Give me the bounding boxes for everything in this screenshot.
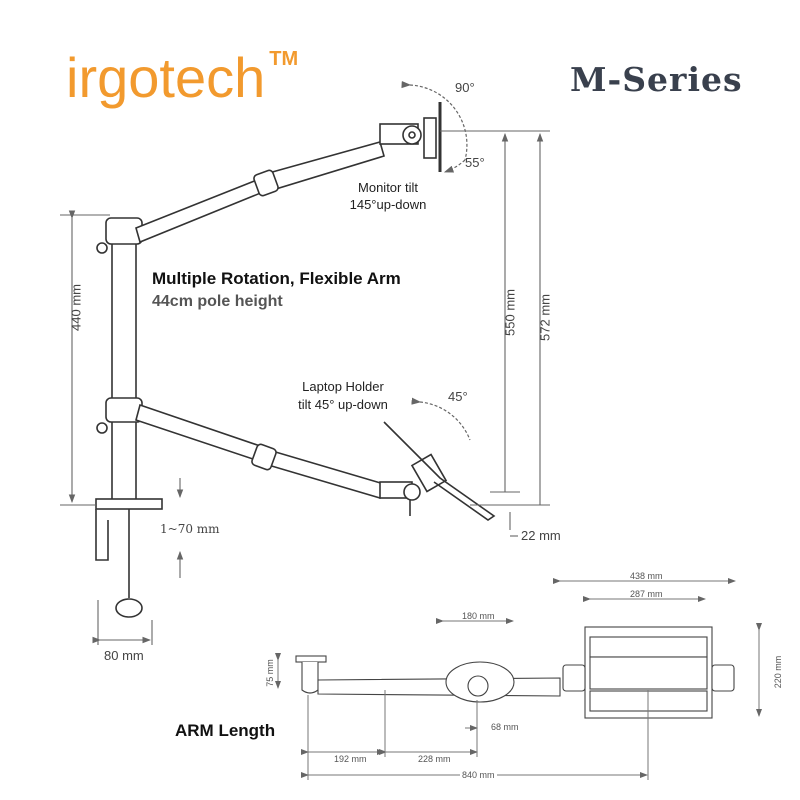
headline-title: Multiple Rotation, Flexible Arm: [152, 269, 401, 288]
angle-90: 90°: [455, 80, 475, 95]
lower-arm: [135, 403, 267, 464]
dim-holder-depth: 220 mm: [773, 655, 783, 689]
clamp-plate: [95, 498, 163, 510]
monitor-tilt-label-1: Monitor tilt: [358, 180, 418, 195]
dim-base: 80 mm: [104, 648, 144, 663]
monitor-tilt-label-2: 145°up-down: [349, 197, 427, 212]
laptop-holder-label-1: Laptop Holder: [302, 379, 384, 394]
brand-lockup: irgotech TM: [66, 46, 298, 110]
dim-seg2: 228 mm: [418, 754, 451, 764]
dim-holder-outer: 438 mm: [630, 571, 663, 581]
series-title: M-Series: [570, 60, 743, 99]
dim-pole-dia: 68 mm: [491, 722, 519, 732]
trademark: TM: [269, 48, 299, 70]
dim-drop: 22 mm: [521, 528, 561, 543]
dim-arm-height: 550 mm: [502, 289, 518, 336]
pole: [111, 229, 137, 503]
dim-mount-height: 75 mm: [265, 659, 275, 687]
clamp-knob: [115, 598, 143, 618]
laptop-holder-label-2: tilt 45° up-down: [298, 397, 388, 412]
headline-subtitle: 44cm pole height: [152, 293, 283, 310]
brand-logo: irgotech: [66, 46, 266, 109]
dim-total-height: 572 mm: [537, 294, 553, 341]
dim-pole: 440 mm: [68, 284, 84, 331]
dim-seg1: 192 mm: [334, 754, 367, 764]
dim-holder-inner: 287 mm: [630, 589, 663, 599]
arm-length-title: ARM Length: [175, 721, 276, 740]
angle-45: 45°: [448, 389, 468, 404]
dim-total-length: 840 mm: [460, 770, 497, 780]
dim-hub: 180 mm: [462, 611, 495, 621]
dim-clamp: 1~70 mm: [160, 522, 220, 536]
upper-arm: [135, 176, 270, 244]
angle-55: 55°: [465, 155, 485, 170]
monitor-plate: [423, 117, 437, 159]
